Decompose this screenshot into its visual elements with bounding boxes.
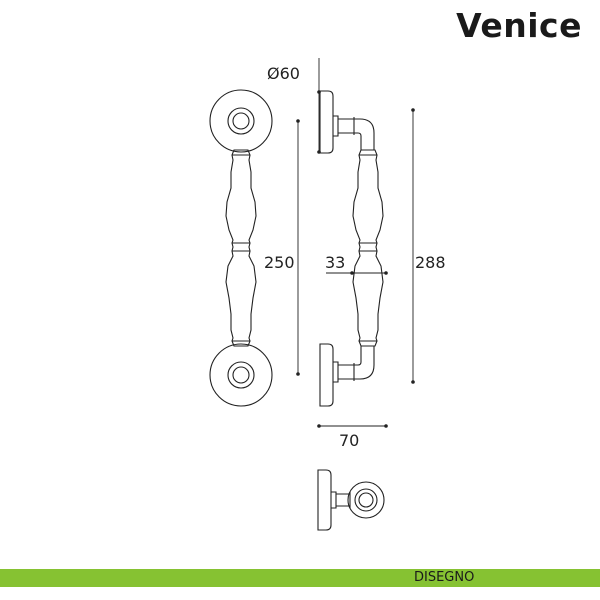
front-view [209,89,273,407]
top-view [317,469,385,531]
side-view [319,90,384,407]
dim-overall-length: 288 [415,253,446,272]
dim-grip-diameter: 33 [325,253,345,272]
side-handle-body [352,149,384,347]
footer-bar: DISEGNO [0,569,600,587]
dim-center-distance: 250 [264,253,295,272]
front-handle-body [225,149,257,347]
product-title: Venice [456,6,582,45]
dim-rosette-diameter: Ø60 [267,64,300,83]
dim-projection: 70 [339,431,359,450]
footer-label: DISEGNO [414,570,475,585]
dimension-lines [297,58,414,427]
dimension-dots [296,90,415,428]
